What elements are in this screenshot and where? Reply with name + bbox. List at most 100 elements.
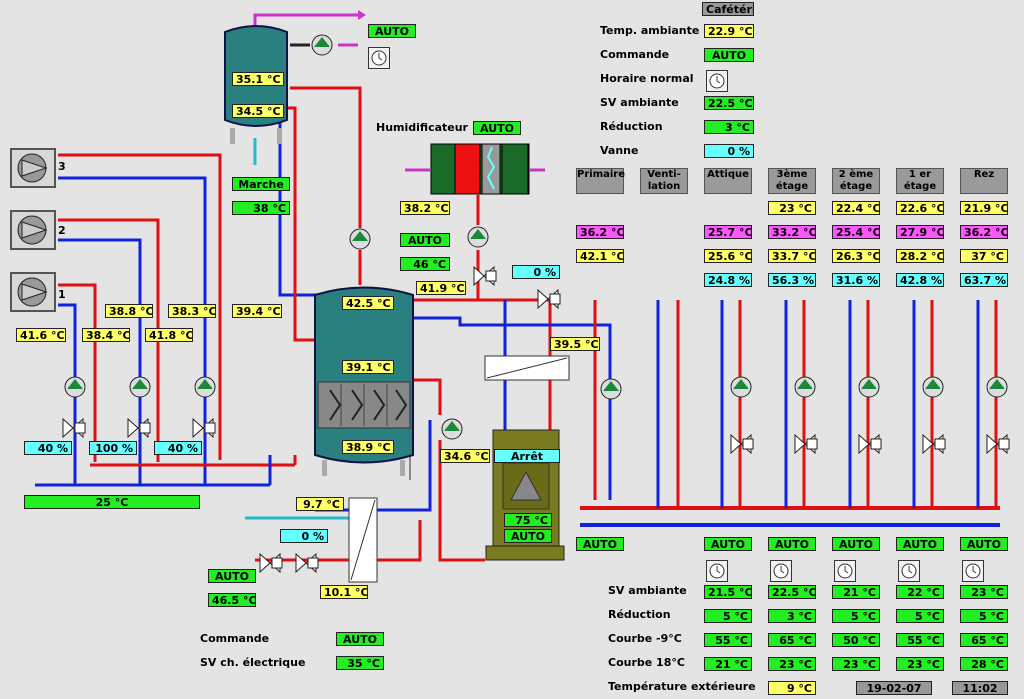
zone-c9-label: Courbe -9°C [608, 632, 682, 645]
humidifier-valve-pct: 0 % [512, 265, 560, 279]
zone-sv[interactable]: 21.5 °C [704, 585, 752, 599]
column-header[interactable]: Primaire [576, 168, 625, 194]
zone-valve-icon[interactable] [727, 433, 755, 455]
boiler-status[interactable]: Arrêt [494, 449, 560, 463]
lower-hx-pct: 0 % [280, 529, 328, 543]
zone-sv[interactable]: 21 °C [832, 585, 880, 599]
zone-clock-icon[interactable] [770, 560, 792, 582]
zone-clock-icon[interactable] [898, 560, 920, 582]
top-pump-auto[interactable]: AUTO [368, 24, 416, 38]
zone-clock-icon[interactable] [962, 560, 984, 582]
zone-c18[interactable]: 28 °C [960, 657, 1008, 671]
column-header[interactable]: Venti-lation [640, 168, 688, 194]
zone-c18[interactable]: 23 °C [832, 657, 880, 671]
return-pump-icon[interactable] [440, 417, 464, 441]
column-row2: 33.2 °C [768, 225, 816, 239]
lower-valve-icon[interactable] [292, 552, 320, 574]
humidifier-auto[interactable]: AUTO [473, 121, 521, 135]
fan-number: 1 [58, 288, 66, 301]
return-temp: 34.6 °C [440, 449, 490, 463]
zone-c9[interactable]: 55 °C [896, 633, 944, 647]
fan-valve-icon[interactable] [189, 417, 217, 439]
fan-pump-icon[interactable] [128, 375, 152, 399]
fan-valve-1: 40 % [24, 441, 72, 455]
column-header-line: Rez [973, 169, 995, 180]
zone-pump-icon[interactable] [857, 375, 881, 399]
cafeteria-commande[interactable]: AUTO [704, 48, 754, 62]
zone-red[interactable]: 5 °C [704, 609, 752, 623]
zone-c18[interactable]: 21 °C [704, 657, 752, 671]
electric-commande[interactable]: AUTO [336, 632, 384, 646]
humidifier-valve-icon[interactable] [470, 265, 498, 287]
humidifier-pump-icon[interactable] [466, 225, 490, 249]
zone-auto[interactable]: AUTO [960, 537, 1008, 551]
column-row2: 25.7 °C [704, 225, 752, 239]
zone-c9[interactable]: 65 °C [960, 633, 1008, 647]
top-pump-icon[interactable] [310, 33, 334, 57]
column-header[interactable]: Rez [960, 168, 1008, 194]
top-pump-clock-icon[interactable] [368, 47, 390, 69]
zone-pump-icon[interactable] [985, 375, 1009, 399]
fan-number: 3 [58, 160, 66, 173]
column-row4: 31.6 % [832, 273, 880, 287]
zone-red[interactable]: 5 °C [896, 609, 944, 623]
zone-c9[interactable]: 55 °C [704, 633, 752, 647]
zone-sv[interactable]: 23 °C [960, 585, 1008, 599]
zone-pump-icon[interactable] [729, 375, 753, 399]
zone-auto[interactable]: AUTO [832, 537, 880, 551]
fan-2[interactable] [10, 210, 56, 250]
zone-valve-icon[interactable] [791, 433, 819, 455]
zone-c18[interactable]: 23 °C [896, 657, 944, 671]
main-tank-pump-icon[interactable] [348, 227, 372, 251]
boiler-auto[interactable]: AUTO [504, 529, 552, 543]
zone-c9[interactable]: 65 °C [768, 633, 816, 647]
column-row3: 25.6 °C [704, 249, 752, 263]
fan-valve-icon[interactable] [59, 417, 87, 439]
zone-clock-icon[interactable] [834, 560, 856, 582]
zone-red[interactable]: 5 °C [960, 609, 1008, 623]
zone-auto[interactable]: AUTO [704, 537, 752, 551]
humidifier-valve-temp: 41.9 °C [416, 281, 466, 295]
heat-exchanger-lower [348, 497, 378, 583]
main-valve-icon[interactable] [534, 288, 562, 310]
fan-temp-f: 39.4 °C [232, 304, 282, 318]
cafeteria-sv-ambiante[interactable]: 22.5 °C [704, 96, 754, 110]
zone-valve-icon[interactable] [983, 433, 1011, 455]
zone-c18[interactable]: 23 °C [768, 657, 816, 671]
zone-c9[interactable]: 50 °C [832, 633, 880, 647]
zone-valve-icon[interactable] [855, 433, 883, 455]
hx-right-temp: 39.5 °C [550, 337, 600, 351]
fan-temp-e: 38.3 °C [168, 304, 216, 318]
fan-pump-icon[interactable] [193, 375, 217, 399]
zone-red[interactable]: 5 °C [832, 609, 880, 623]
column-header[interactable]: Attique [704, 168, 752, 194]
ventilation-auto[interactable]: AUTO [576, 537, 624, 551]
top-tank-status[interactable]: Marche [232, 177, 290, 191]
zone-sv[interactable]: 22 °C [896, 585, 944, 599]
fan-3[interactable] [10, 148, 56, 188]
fan-pump-icon[interactable] [63, 375, 87, 399]
zone-auto[interactable]: AUTO [768, 537, 816, 551]
zone-sv[interactable]: 22.5 °C [768, 585, 816, 599]
zone-pump-icon[interactable] [921, 375, 945, 399]
primary-pump-icon[interactable] [599, 377, 623, 401]
cafeteria-reduction[interactable]: 3 °C [704, 120, 754, 134]
zone-pump-icon[interactable] [793, 375, 817, 399]
zone-red[interactable]: 3 °C [768, 609, 816, 623]
humidifier-pump-auto[interactable]: AUTO [400, 233, 450, 247]
schedule-clock-icon[interactable] [706, 70, 728, 92]
electric-sv[interactable]: 35 °C [336, 656, 384, 670]
lower-hx-auto[interactable]: AUTO [208, 569, 256, 583]
fan-1[interactable] [10, 272, 56, 312]
zone-valve-icon[interactable] [919, 433, 947, 455]
fan-valve-icon[interactable] [124, 417, 152, 439]
zone-clock-icon[interactable] [706, 560, 728, 582]
column-row4: 24.8 % [704, 273, 752, 287]
column-header-line: lation [647, 181, 681, 192]
lower-valve-icon[interactable] [256, 552, 284, 574]
zone-auto[interactable]: AUTO [896, 537, 944, 551]
humidifier-pump-temp: 46 °C [400, 257, 450, 271]
